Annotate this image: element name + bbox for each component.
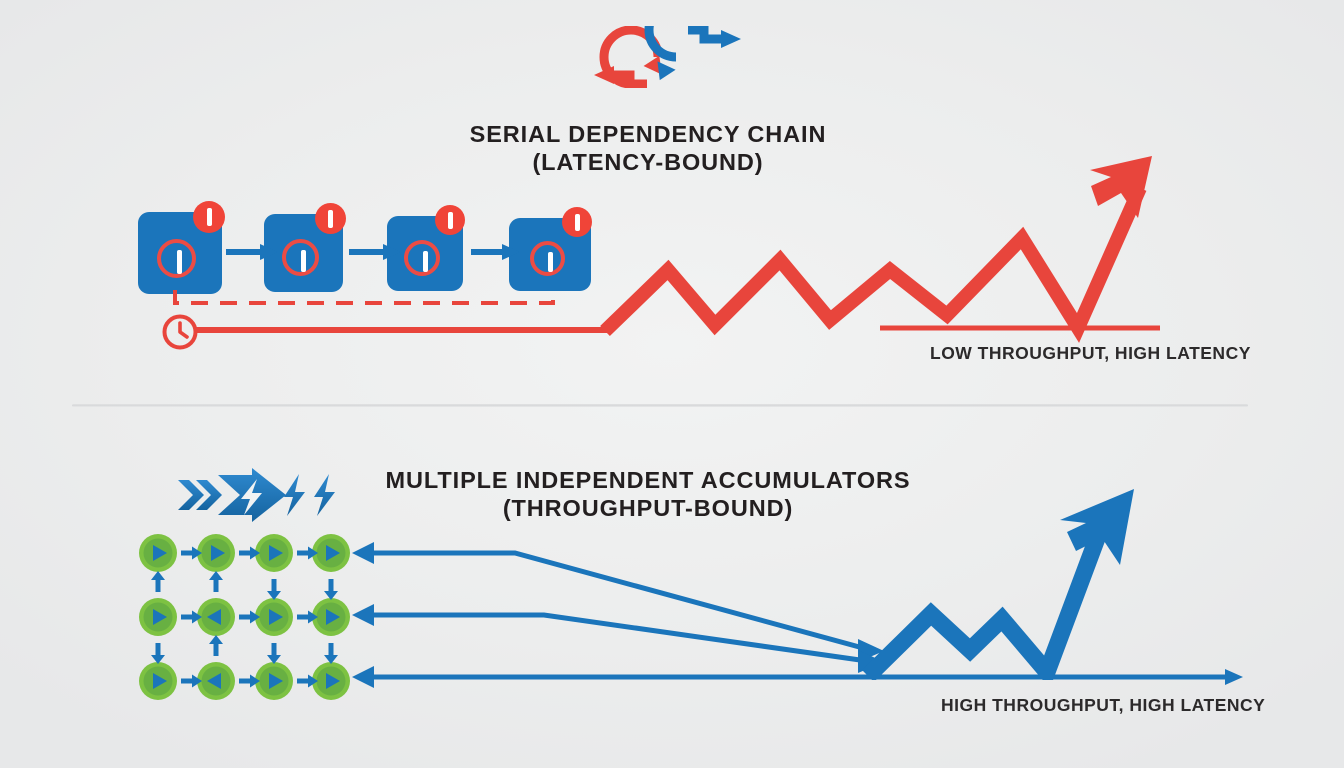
left-arrow-icon: [352, 542, 374, 564]
throughput-baseline: [855, 669, 1243, 685]
accumulator-feed-arrows: [352, 542, 890, 688]
fast-forward-lightning-icon: [178, 468, 335, 522]
play-circle-icon: [255, 534, 293, 572]
right-arrow-icon: [471, 244, 520, 260]
alert-bar-badge-icon: [193, 201, 225, 233]
alert-bar-badge-icon: [435, 205, 465, 235]
play-circle-icon: [197, 662, 235, 700]
chain-node[interactable]: [509, 207, 592, 291]
accumulator-grid: [139, 534, 350, 700]
sync-loop-icon: [594, 26, 741, 88]
section-divider: [72, 404, 1248, 407]
serial-section-title: SERIAL DEPENDENCY CHAIN (LATENCY-BOUND): [469, 121, 827, 176]
pause-bar-icon: [404, 240, 440, 276]
pause-bar-icon: [530, 241, 565, 276]
dashed-feedback-loop: [173, 290, 555, 305]
play-circle-icon: [139, 662, 177, 700]
up-arrow-icon: [209, 571, 223, 592]
alert-bar-badge-icon: [562, 207, 592, 237]
play-circle-icon: [139, 598, 177, 636]
latency-trend-chart: [194, 156, 1160, 343]
alert-bar-badge-icon: [315, 203, 346, 234]
chain-node[interactable]: [264, 203, 346, 292]
play-circle-icon: [197, 598, 235, 636]
right-arrow-icon: [349, 244, 401, 260]
throughput-trend-chart: [862, 489, 1134, 680]
play-circle-icon: [255, 662, 293, 700]
pause-bar-icon: [157, 239, 196, 278]
chain-connectors: [226, 244, 520, 260]
play-circle-icon: [139, 534, 177, 572]
down-arrow-icon: [324, 643, 338, 664]
down-arrow-icon: [324, 579, 338, 600]
pause-bar-icon: [282, 239, 319, 276]
left-arrow-icon: [352, 666, 374, 688]
down-arrow-icon: [267, 643, 281, 664]
play-circle-icon: [255, 598, 293, 636]
down-arrow-icon: [151, 643, 165, 664]
play-circle-icon: [197, 534, 235, 572]
serial-chart-caption: LOW THROUGHPUT, HIGH LATENCY: [930, 343, 1251, 363]
chain-node[interactable]: [138, 201, 225, 294]
up-arrow-icon: [209, 635, 223, 656]
chain-node[interactable]: [387, 205, 465, 291]
right-arrow-icon: [226, 244, 278, 260]
parallel-section-title: MULTIPLE INDEPENDENT ACCUMULATORS (THROU…: [385, 467, 911, 522]
parallel-chart-caption: HIGH THROUGHPUT, HIGH LATENCY: [941, 695, 1266, 715]
up-arrow-icon: [151, 571, 165, 592]
left-arrow-icon: [352, 604, 374, 626]
down-arrow-icon: [267, 579, 281, 600]
